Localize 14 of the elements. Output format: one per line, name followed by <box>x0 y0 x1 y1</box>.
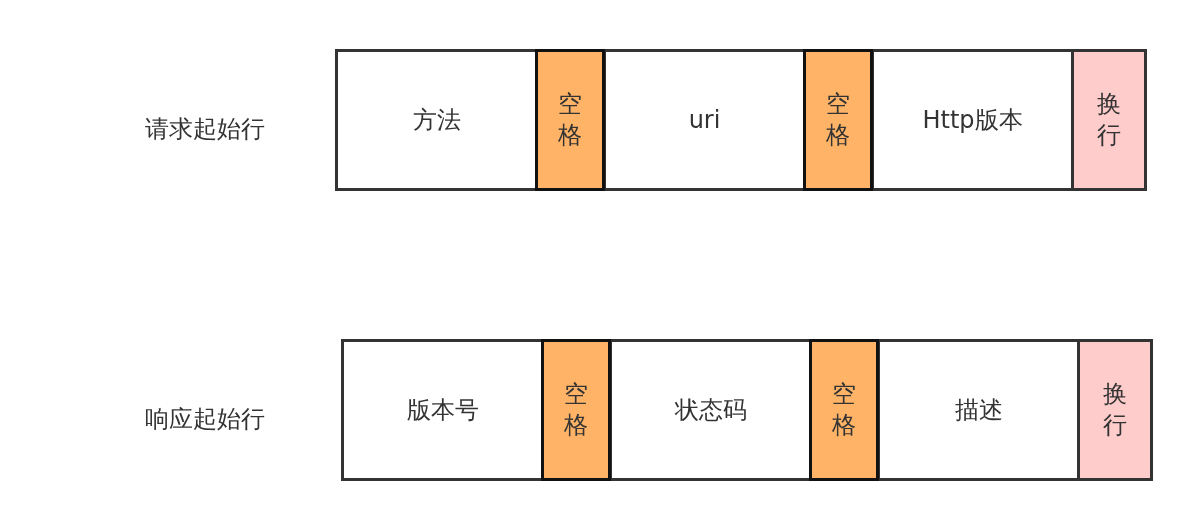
space-cell: 空格 <box>541 339 611 481</box>
field-cell: Http版本 <box>871 49 1074 191</box>
field-cell: 方法 <box>335 49 538 191</box>
space-cell: 空格 <box>803 49 873 191</box>
newline-cell: 换行 <box>1071 49 1147 191</box>
field-cell: uri <box>603 49 806 191</box>
field-cell: 版本号 <box>341 339 544 481</box>
field-cell: 描述 <box>877 339 1080 481</box>
field-cell: 状态码 <box>609 339 812 481</box>
newline-cell: 换行 <box>1077 339 1153 481</box>
row-label: 响应起始行 <box>145 404 265 435</box>
space-cell: 空格 <box>535 49 605 191</box>
row-label: 请求起始行 <box>145 114 265 145</box>
space-cell: 空格 <box>809 339 879 481</box>
